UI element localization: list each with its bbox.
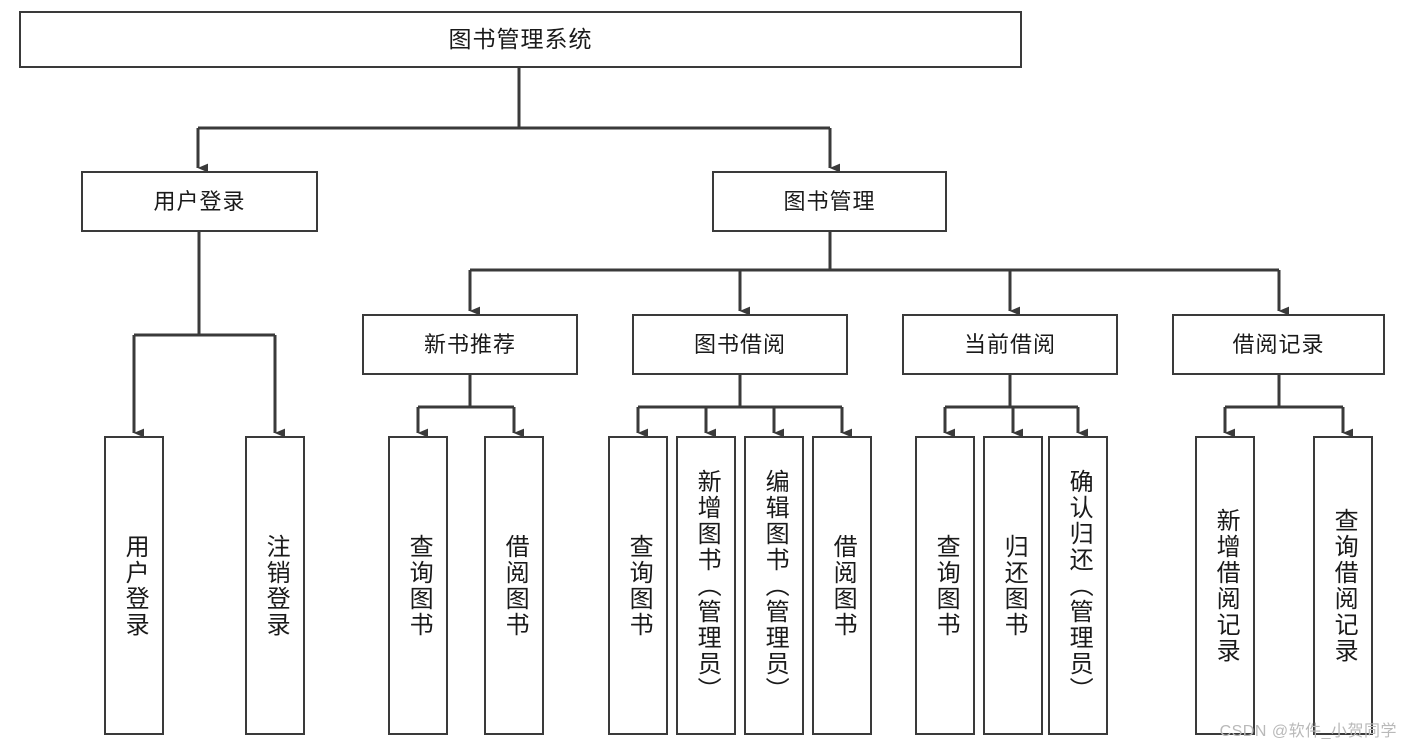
- leaf-query-book-new-recommend[interactable]: 查询图书: [388, 436, 448, 735]
- leaf-edit-book-admin[interactable]: 编辑图书（管理员）: [744, 436, 804, 735]
- node-label: 借阅图书: [829, 533, 857, 638]
- node-label: 图书管理: [783, 188, 876, 214]
- node-label: 新书推荐: [423, 331, 516, 357]
- node-label: 查询借阅记录: [1330, 507, 1358, 664]
- leaf-confirm-return-admin[interactable]: 确认归还（管理员）: [1048, 436, 1108, 735]
- leaf-add-book-admin[interactable]: 新增图书（管理员）: [676, 436, 736, 735]
- node-user-login[interactable]: 用户登录: [81, 171, 318, 232]
- node-label: 当前借阅: [963, 331, 1056, 357]
- node-label: 图书管理系统: [448, 26, 593, 53]
- node-label: 注销登录: [262, 533, 290, 638]
- leaf-user-login[interactable]: 用户登录: [104, 436, 164, 735]
- node-label: 查询图书: [625, 533, 653, 638]
- leaf-borrow-book-new-recommend[interactable]: 借阅图书: [484, 436, 544, 735]
- node-label: 用户登录: [121, 533, 149, 638]
- node-label: 新增图书（管理员）: [693, 468, 721, 703]
- node-label: 查询图书: [405, 533, 433, 638]
- node-label: 用户登录: [153, 188, 246, 214]
- leaf-add-borrow-record[interactable]: 新增借阅记录: [1195, 436, 1255, 735]
- node-new-book-recommend[interactable]: 新书推荐: [362, 314, 578, 375]
- node-label: 编辑图书（管理员）: [761, 468, 789, 703]
- leaf-return-book[interactable]: 归还图书: [983, 436, 1043, 735]
- node-root-book-management-system[interactable]: 图书管理系统: [19, 11, 1022, 68]
- node-label: 借阅图书: [501, 533, 529, 638]
- node-borrow-record[interactable]: 借阅记录: [1172, 314, 1385, 375]
- leaf-logout-login[interactable]: 注销登录: [245, 436, 305, 735]
- node-book-borrow[interactable]: 图书借阅: [632, 314, 848, 375]
- leaf-query-book-current[interactable]: 查询图书: [915, 436, 975, 735]
- leaf-borrow-book[interactable]: 借阅图书: [812, 436, 872, 735]
- leaf-query-book-borrow[interactable]: 查询图书: [608, 436, 668, 735]
- node-book-management[interactable]: 图书管理: [712, 171, 947, 232]
- node-label: 归还图书: [1000, 533, 1028, 638]
- leaf-query-borrow-record[interactable]: 查询借阅记录: [1313, 436, 1373, 735]
- node-label: 确认归还（管理员）: [1065, 468, 1093, 703]
- node-current-borrow[interactable]: 当前借阅: [902, 314, 1118, 375]
- node-label: 图书借阅: [693, 331, 786, 357]
- node-label: 新增借阅记录: [1212, 507, 1240, 664]
- node-label: 借阅记录: [1232, 331, 1325, 357]
- node-label: 查询图书: [932, 533, 960, 638]
